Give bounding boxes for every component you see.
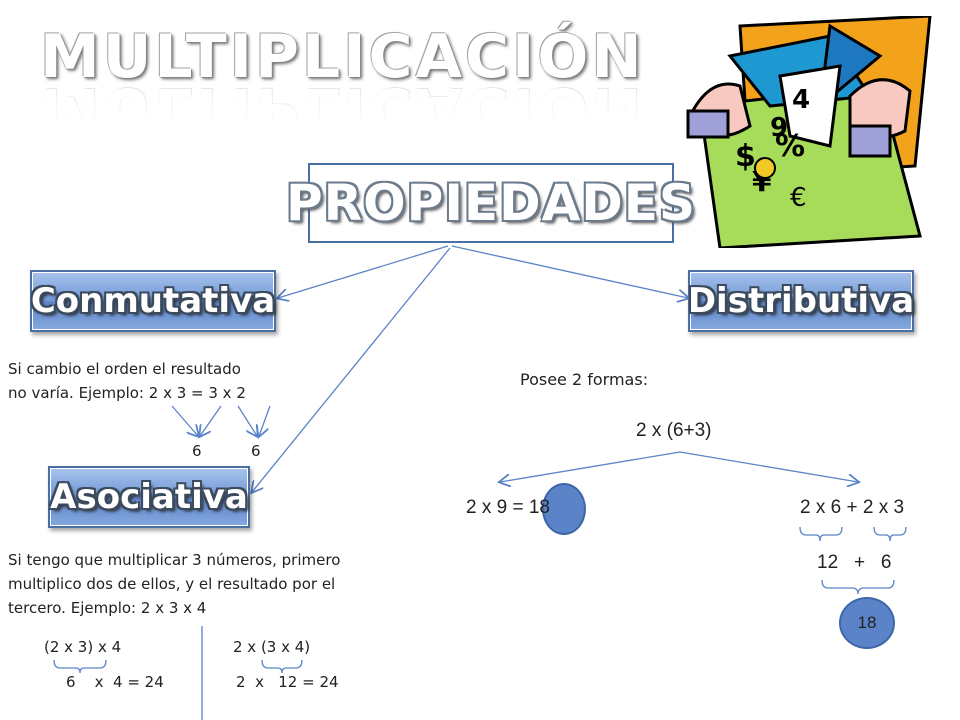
distributiva-sum: 12 + 6 (817, 552, 892, 573)
title-heading: MULTIPLICACIÓN MULTIPLICACIÓN (40, 22, 645, 144)
title-reflection: MULTIPLICACIÓN (40, 74, 645, 144)
asociativa-line-3: tercero. Ejemplo: 2 x 3 x 4 (8, 599, 207, 617)
distributiva-badge: Distributiva (688, 270, 914, 332)
brace-sum (821, 579, 895, 595)
asociativa-line-2: multiplico dos de ellos, y el resultado … (8, 575, 336, 593)
arrow-six-left-b (200, 405, 222, 436)
asociativa-example-right: 2 x (3 x 4) (233, 638, 311, 656)
distributiva-left-equation: 2 x 9 = 18 (466, 497, 550, 518)
svg-text:%: % (775, 129, 805, 164)
svg-text:4: 4 (792, 85, 810, 115)
conmutativa-result-left: 6 (192, 442, 202, 460)
brace-6 (873, 526, 907, 542)
arrow-to-left-eq (500, 451, 681, 482)
distributiva-total-circle: 18 (839, 597, 895, 649)
asociativa-result-left: 6 x 4 = 24 (66, 673, 164, 691)
asociativa-example-left: (2 x 3) x 4 (44, 638, 122, 656)
arrow-six-left-a (171, 405, 198, 436)
distributiva-expression: 2 x (6+3) (636, 420, 712, 441)
distributiva-label: Distributiva (687, 281, 915, 321)
arrow-six-right-b (259, 405, 271, 436)
conmutativa-line-2: no varía. Ejemplo: 2 x 3 = 3 x 2 (8, 384, 246, 402)
arrow-to-asociativa (252, 247, 451, 492)
conmutativa-description: Si cambio el orden el resultado no varía… (8, 357, 278, 405)
asociativa-badge: Asociativa (48, 466, 250, 528)
svg-text:€: € (790, 183, 807, 213)
brace-right (261, 659, 303, 674)
highlight-circle (542, 483, 586, 535)
money-clipart-icon: $ % ¥ € 4 9 (686, 16, 932, 248)
title-text: MULTIPLICACIÓN (40, 22, 645, 92)
arrow-to-right-eq (679, 451, 858, 482)
arrow-to-conmutativa (278, 245, 449, 298)
asociativa-result-right: 2 x 12 = 24 (236, 673, 339, 691)
distributiva-total: 18 (857, 613, 877, 632)
arrow-to-distributiva (451, 245, 688, 298)
distributiva-forms-text: Posee 2 formas: (520, 370, 649, 389)
propiedades-label: PROPIEDADES (286, 174, 696, 232)
conmutativa-result-right: 6 (251, 442, 261, 460)
brace-12 (799, 526, 843, 542)
conmutativa-label: Conmutativa (30, 281, 276, 321)
svg-text:9: 9 (770, 113, 788, 143)
asociativa-label: Asociativa (50, 477, 248, 517)
asociativa-description: Si tengo que multiplicar 3 números, prim… (8, 548, 398, 620)
propiedades-box: PROPIEDADES (286, 163, 695, 243)
svg-text:$: $ (735, 139, 756, 174)
arrow-six-right-a (237, 405, 257, 436)
brace-left (53, 659, 107, 674)
conmutativa-line-1: Si cambio el orden el resultado (8, 360, 241, 378)
asociativa-line-1: Si tengo que multiplicar 3 números, prim… (8, 551, 341, 569)
conmutativa-badge: Conmutativa (30, 270, 276, 332)
distributiva-right-equation: 2 x 6 + 2 x 3 (800, 497, 905, 518)
